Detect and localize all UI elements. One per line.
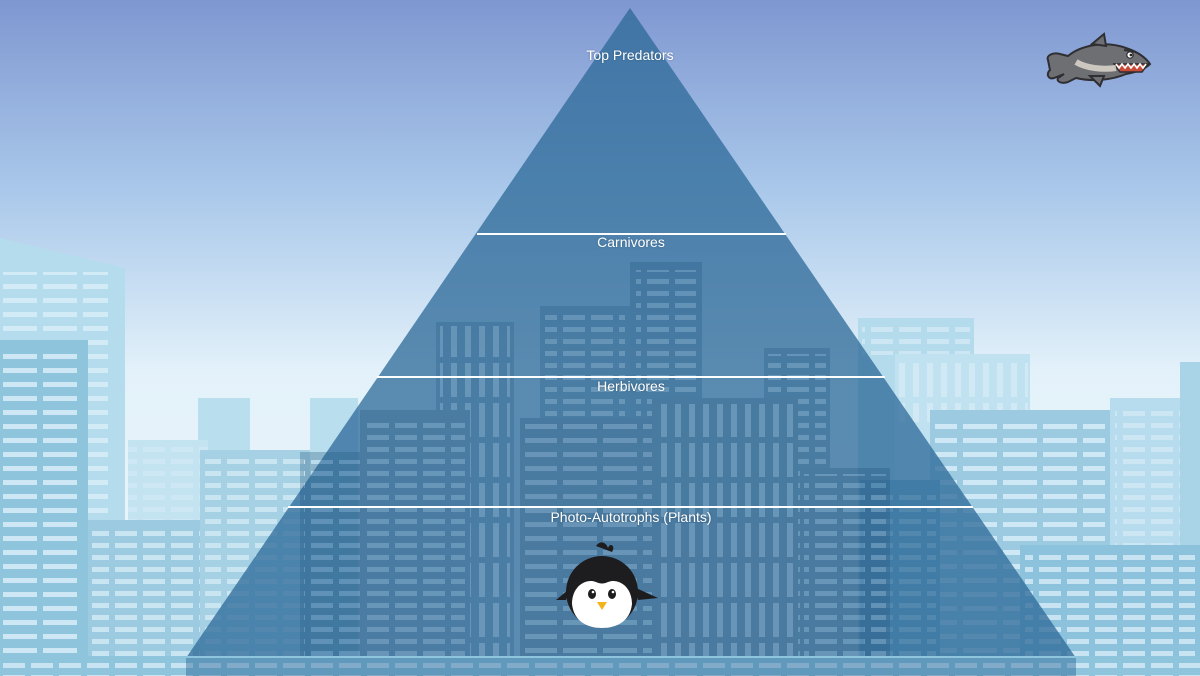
- level-label-top-predators: Top Predators: [586, 47, 674, 63]
- shark-icon: [1046, 32, 1152, 88]
- penguin-icon: [556, 542, 658, 628]
- level-label-herbivores: Herbivores: [597, 378, 665, 394]
- level-label-carnivores: Carnivores: [597, 234, 665, 250]
- level-label-photo-autotrophs: Photo-Autotrophs (Plants): [550, 509, 712, 525]
- trophic-pyramid: [186, 8, 1076, 658]
